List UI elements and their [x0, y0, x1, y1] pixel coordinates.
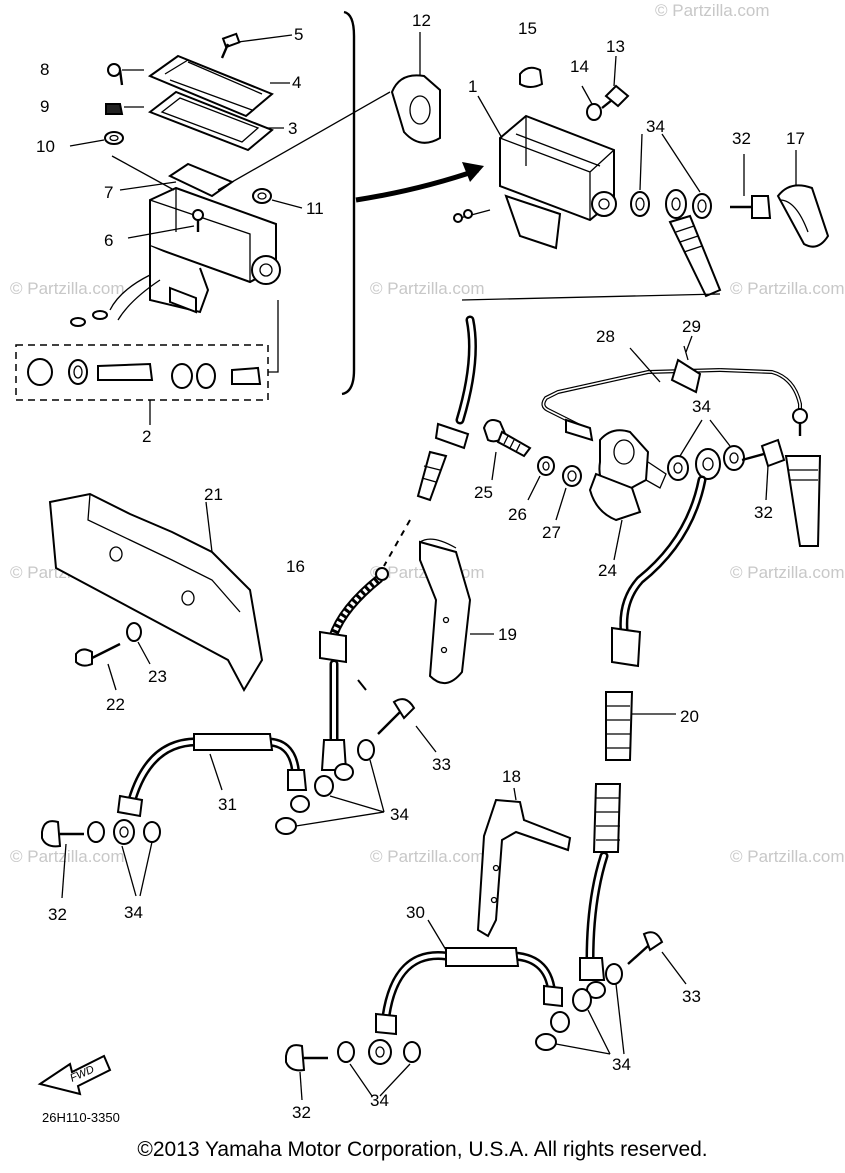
part-label-20: 20	[680, 707, 699, 726]
part-label-17: 17	[786, 129, 805, 148]
brake-hose-30	[285, 919, 570, 1101]
assembly-arrow	[341, 10, 484, 396]
part-label-33: 33	[682, 987, 701, 1006]
part-label-13: 13	[606, 37, 625, 56]
cover-21	[48, 492, 264, 693]
joint-24	[588, 429, 667, 522]
part-label-33: 33	[432, 755, 451, 774]
right-union	[667, 419, 822, 547]
watermark: © Partzilla.com	[730, 279, 845, 298]
part-label-2: 2	[142, 427, 151, 446]
brake-hose-16	[319, 315, 477, 781]
part-label-25: 25	[474, 483, 493, 502]
brake-hose-31	[41, 733, 310, 899]
part-label-3: 3	[288, 119, 297, 138]
part-label-16: 16	[286, 557, 305, 576]
drawing-code: 26H110-3350	[42, 1110, 120, 1125]
watermark: © Partzilla.com	[370, 847, 485, 866]
part-label-26: 26	[508, 505, 527, 524]
part-label-5: 5	[294, 25, 303, 44]
part-label-11: 11	[306, 199, 324, 218]
part-label-10: 10	[36, 137, 55, 156]
watermark: © Partzilla.com	[655, 1, 770, 20]
part-label-21: 21	[204, 485, 223, 504]
part-label-19: 19	[498, 625, 517, 644]
part-label-34: 34	[390, 805, 409, 824]
brake-pipe-28	[541, 335, 808, 442]
part-labels: 5 4 3 8 9 10 7 6 11 12 2 15 13 14 1 34 3…	[36, 11, 805, 1122]
master-cylinder-exploded	[15, 32, 441, 425]
part-label-1: 1	[468, 77, 477, 96]
watermark: © Partzilla.com	[10, 279, 125, 298]
part-label-34: 34	[692, 397, 711, 416]
part-label-22: 22	[106, 695, 125, 714]
watermark: © Partzilla.com	[370, 279, 485, 298]
copyright-notice: ©2013 Yamaha Motor Corporation, U.S.A. A…	[137, 1138, 708, 1161]
part-label-34: 34	[370, 1091, 389, 1110]
part-label-28: 28	[596, 327, 615, 346]
part-label-32: 32	[732, 129, 751, 148]
part-label-9: 9	[40, 97, 49, 116]
part-label-30: 30	[406, 903, 425, 922]
bolt-25-washers	[482, 419, 623, 561]
part-label-7: 7	[104, 183, 113, 202]
part-label-18: 18	[502, 767, 521, 786]
part-label-29: 29	[682, 317, 701, 336]
master-cylinder-assembly	[453, 55, 830, 298]
part-label-32: 32	[48, 905, 67, 924]
part-label-15: 15	[518, 19, 537, 38]
union-hose-16	[275, 698, 437, 835]
part-label-34: 34	[612, 1055, 631, 1074]
part-label-27: 27	[542, 523, 561, 542]
part-label-24: 24	[598, 561, 617, 580]
part-label-14: 14	[570, 57, 589, 76]
watermark: © Partzilla.com	[10, 847, 125, 866]
part-label-31: 31	[218, 795, 237, 814]
brake-hose-20	[579, 475, 707, 999]
part-label-32: 32	[292, 1103, 311, 1122]
part-label-34: 34	[646, 117, 665, 136]
part-label-12: 12	[412, 11, 431, 30]
part-label-4: 4	[292, 73, 301, 92]
part-label-6: 6	[104, 231, 113, 250]
part-label-8: 8	[40, 60, 49, 79]
union-hose-20	[535, 931, 687, 1055]
bracket-19	[419, 538, 494, 684]
watermark: © Partzilla.com	[730, 563, 845, 582]
part-label-32: 32	[754, 503, 773, 522]
part-label-23: 23	[148, 667, 167, 686]
watermark: © Partzilla.com	[730, 847, 845, 866]
bracket-18	[476, 787, 572, 938]
fwd-arrow: FWD	[37, 1054, 112, 1096]
watermark-layer: © Partzilla.com © Partzilla.com © Partzi…	[10, 1, 845, 866]
part-label-34: 34	[124, 903, 143, 922]
